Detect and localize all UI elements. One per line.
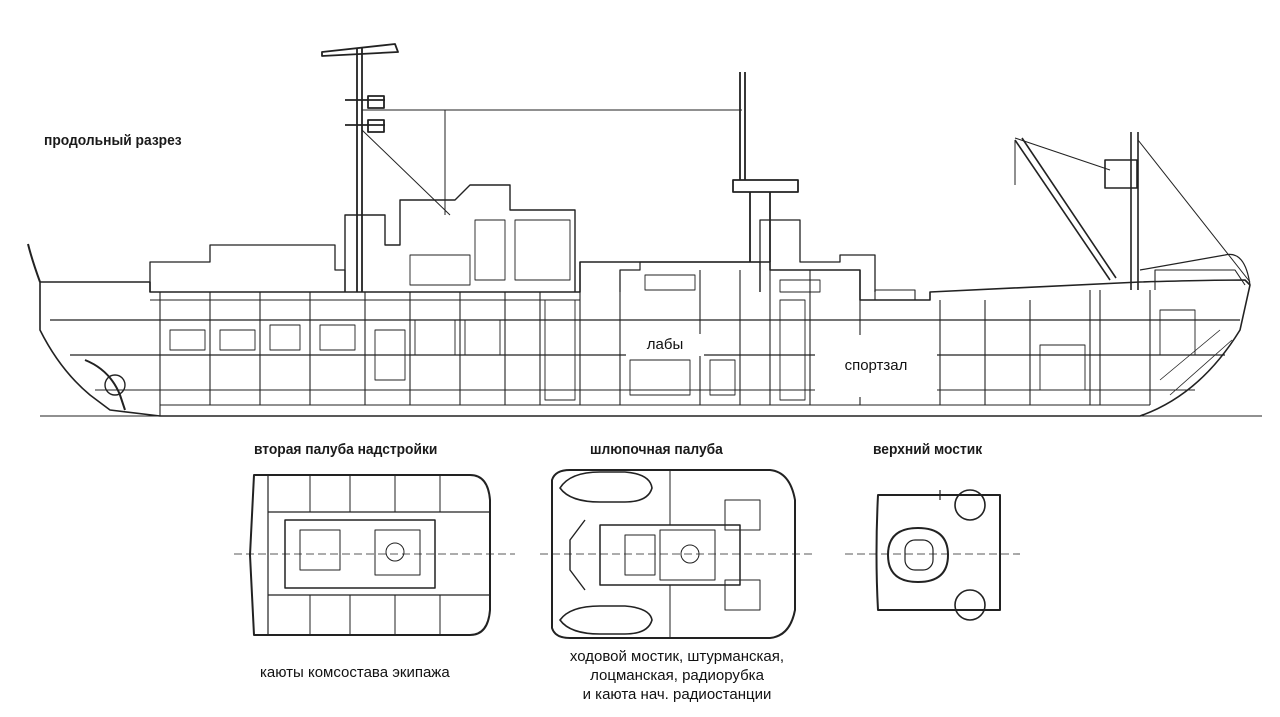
- crane: [1014, 132, 1251, 290]
- label-labs: лабы: [626, 334, 704, 356]
- longitudinal-section: [27, 43, 1262, 417]
- heading-longitudinal-section: продольный разрез: [44, 132, 182, 149]
- label-gym: спортзал: [815, 335, 937, 397]
- mainmast: [732, 72, 799, 262]
- caption-crew-cabins: каюты комсостава экипажа: [260, 664, 450, 681]
- plan-second-superstructure-deck: [234, 474, 515, 636]
- hull-outline: [39, 261, 1251, 417]
- plan-upper-bridge: [845, 489, 1020, 621]
- heading-boat-deck: шлюпочная палуба: [590, 441, 723, 458]
- heading-upper-bridge: верхний мостик: [873, 441, 983, 458]
- foremast: [321, 43, 399, 292]
- caption-bridge-rooms-line-1: ходовой мостик, штурманская,: [569, 648, 785, 665]
- plan-boat-deck: [540, 469, 815, 639]
- caption-bridge-rooms-line-2: лоцманская, радиорубка: [590, 667, 764, 684]
- caption-bridge-rooms: ходовой мостик, штурманская, лоцманская,…: [527, 647, 827, 704]
- heading-second-superstructure-deck: вторая палуба надстройки: [254, 441, 438, 458]
- caption-bridge-rooms-line-3: и каюта нач. радиостанции: [582, 686, 772, 703]
